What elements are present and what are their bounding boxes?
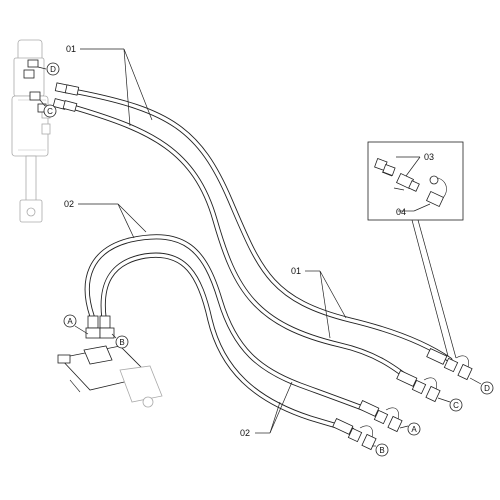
end-fitting-b xyxy=(332,418,377,451)
part-label-01-right: 01 xyxy=(291,266,301,276)
svg-text:D: D xyxy=(50,65,56,74)
end-fitting-d xyxy=(426,348,473,381)
directional-valve xyxy=(57,315,163,408)
svg-text:C: C xyxy=(47,107,53,116)
part-label-04: 04 xyxy=(396,207,406,217)
port-callout-end-b: B xyxy=(372,443,389,457)
cylinder-assembly xyxy=(11,39,51,223)
fittings-cylinder-end xyxy=(52,82,80,112)
end-fitting-c xyxy=(396,370,441,403)
end-fitting-a xyxy=(358,400,403,433)
part-label-02-bottom: 02 xyxy=(240,428,250,438)
hose-02-pair xyxy=(84,234,381,433)
svg-text:A: A xyxy=(67,317,73,326)
port-callout-end-a: A xyxy=(399,422,421,436)
hose-01-pair xyxy=(73,89,453,387)
port-callout-end-d: D xyxy=(469,377,494,395)
port-callout-valve-a: A xyxy=(63,314,89,335)
svg-text:D: D xyxy=(484,384,490,393)
detail-inset xyxy=(367,141,464,221)
part-label-02-left: 02 xyxy=(64,199,74,209)
port-callout-upper-d: D xyxy=(37,62,60,76)
port-callout-valve-b: B xyxy=(111,333,129,349)
svg-text:A: A xyxy=(411,425,417,434)
svg-text:C: C xyxy=(453,401,459,410)
svg-text:B: B xyxy=(379,446,384,455)
part-label-03: 03 xyxy=(424,152,434,162)
port-callout-end-c: C xyxy=(437,397,463,412)
svg-text:B: B xyxy=(119,338,124,347)
part-label-01-top: 01 xyxy=(66,44,76,54)
port-callout-upper-c: C xyxy=(39,99,57,118)
